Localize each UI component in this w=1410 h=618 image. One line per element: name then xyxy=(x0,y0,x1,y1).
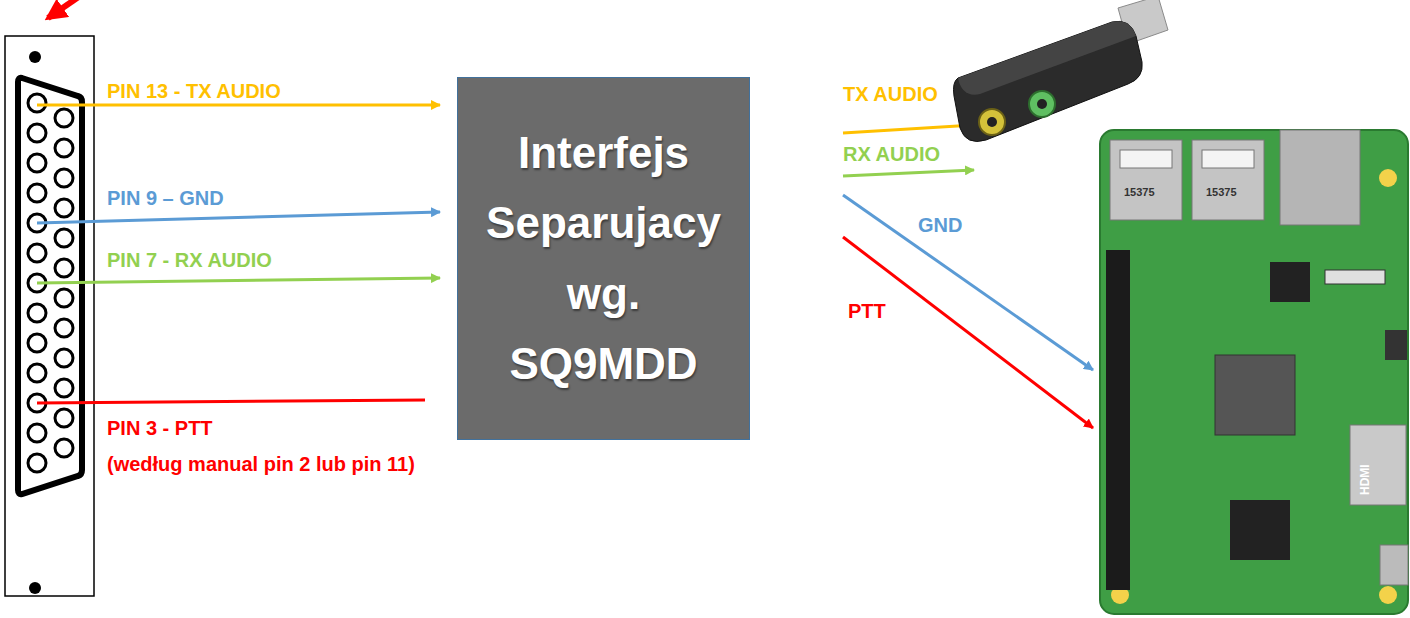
port-marking: 15375 xyxy=(1124,186,1155,199)
mounting-hole xyxy=(29,51,41,63)
mounting-hole xyxy=(29,582,41,594)
signal-label: RX AUDIO xyxy=(843,143,940,166)
power-port xyxy=(1380,545,1408,585)
signal-label: PIN 7 - RX AUDIO xyxy=(107,249,272,272)
ethernet-port xyxy=(1280,130,1360,225)
pin xyxy=(55,289,73,307)
db25-connector xyxy=(5,36,94,596)
camera-connector xyxy=(1325,270,1385,284)
ptt-wire xyxy=(37,400,425,403)
pin xyxy=(28,364,46,382)
signal-label: PIN 13 - TX AUDIO xyxy=(107,80,281,103)
chip xyxy=(1230,500,1290,560)
jack-hole xyxy=(987,117,997,127)
gnd-wire xyxy=(843,195,1093,370)
signal-label: GND xyxy=(918,214,962,237)
mic-jack xyxy=(979,109,1005,135)
port-marking: 15375 xyxy=(1206,186,1237,199)
usb-slot xyxy=(1120,150,1172,168)
pin xyxy=(55,229,73,247)
interface-box: Interfejs Separujacy wg. SQ9MDD xyxy=(457,77,750,440)
audio-jack xyxy=(1385,330,1407,360)
gpio-header xyxy=(1106,250,1130,590)
signal-label: (według manual pin 2 lub pin 11) xyxy=(107,453,415,476)
pcb xyxy=(1100,130,1408,614)
pin xyxy=(55,349,73,367)
signal-label: PTT xyxy=(848,300,886,323)
rx-audio-wire xyxy=(37,278,440,283)
pin xyxy=(28,454,46,472)
port-marking: HDMI xyxy=(1358,464,1372,495)
pin xyxy=(55,139,73,157)
pin xyxy=(28,184,46,202)
connector-shell xyxy=(18,78,82,494)
pin xyxy=(28,424,46,442)
raspberry-pi xyxy=(1100,130,1408,614)
box-title: Interfejs Separujacy wg. SQ9MDD xyxy=(469,118,738,400)
pin xyxy=(55,109,73,127)
card-body xyxy=(954,21,1143,141)
ptt-wire xyxy=(843,237,1093,428)
pin xyxy=(28,124,46,142)
rx-audio-wire xyxy=(843,170,974,176)
jack-hole xyxy=(1037,99,1047,109)
signal-label: PIN 3 - PTT xyxy=(107,417,213,440)
usb-slot xyxy=(1202,150,1254,168)
pin xyxy=(28,334,46,352)
pin xyxy=(55,319,73,337)
pin xyxy=(55,379,73,397)
pin xyxy=(55,259,73,277)
pin xyxy=(55,439,73,457)
soc xyxy=(1215,355,1295,435)
pin xyxy=(28,244,46,262)
speaker-jack xyxy=(1029,91,1055,117)
chip xyxy=(1270,262,1310,302)
signal-label: PIN 9 – GND xyxy=(107,187,224,210)
mount-hole xyxy=(1379,586,1397,604)
usb-port xyxy=(1110,140,1182,220)
mount-hole xyxy=(1379,169,1397,187)
card-top xyxy=(958,21,1136,94)
tx-audio-wire xyxy=(37,104,440,107)
pin xyxy=(55,409,73,427)
pin xyxy=(28,154,46,172)
gnd-wire xyxy=(37,212,440,223)
pin xyxy=(55,199,73,217)
pin xyxy=(28,304,46,322)
usb-port xyxy=(1192,140,1264,220)
hdmi-port xyxy=(1350,425,1406,505)
pin xyxy=(55,169,73,187)
pointer-arrow xyxy=(48,0,80,18)
connector-frame xyxy=(5,36,94,596)
usb-sound-card xyxy=(954,0,1169,142)
pin xyxy=(28,94,46,112)
signal-label: TX AUDIO xyxy=(843,83,938,106)
tx-audio-wire xyxy=(843,125,974,133)
